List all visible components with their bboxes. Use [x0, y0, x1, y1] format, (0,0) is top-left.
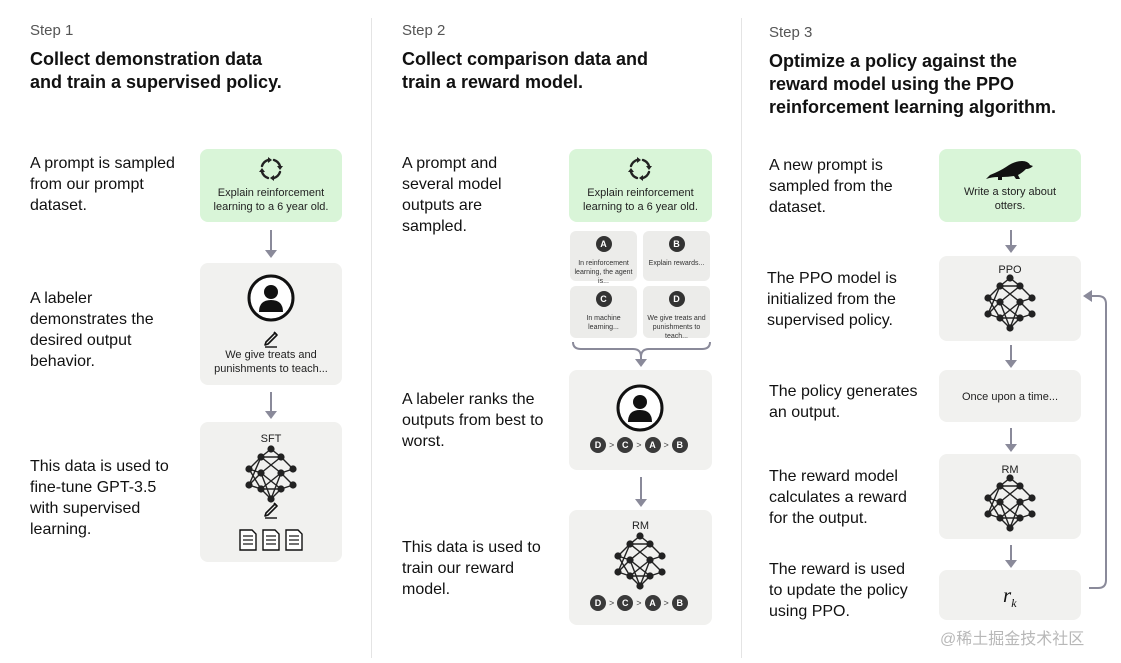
step3-desc-generate: The policy generates an output. — [769, 383, 918, 421]
step1-demo-card: We give treats and punishments to teach.… — [200, 263, 342, 385]
step1-sft-card: SFT — [200, 422, 342, 562]
column-divider — [741, 18, 742, 658]
output-text-c: In machine learning... — [586, 315, 621, 331]
rank-separator: > — [609, 440, 615, 450]
rank-separator: > — [663, 440, 669, 450]
step1-demo-text: We give treats and punishments to teach.… — [214, 349, 328, 375]
step1-prompt-text: Explain reinforcement learning to a 6 ye… — [213, 187, 329, 213]
step3-desc-update: The reward is used to update the policy … — [769, 561, 908, 620]
step2-label: Step 2 — [402, 22, 446, 39]
output-letter-c: C — [595, 291, 612, 307]
step3-desc-prompt: A new prompt is sampled from the dataset… — [769, 157, 893, 216]
reward-symbol: rk — [1003, 583, 1017, 611]
step3-label: Step 3 — [769, 24, 813, 41]
step3-desc-ppo: The PPO model is initialized from the su… — [767, 270, 897, 329]
rank-ball: A — [644, 437, 661, 453]
rank-ball: B — [671, 437, 688, 453]
otter-icon — [986, 161, 1033, 180]
step3-rm-card: RM — [939, 454, 1081, 539]
step1-label: Step 1 — [30, 22, 74, 39]
output-text-a: In reinforcement learning, the agent is.… — [574, 260, 633, 285]
rank-separator: > — [636, 440, 642, 450]
rank-ball: D — [590, 437, 606, 453]
step1-prompt-card: Explain reinforcement learning to a 6 ye… — [200, 149, 342, 222]
reward-r: r — [1003, 583, 1012, 607]
step3-ppo-card: PPO — [939, 256, 1081, 341]
step1-title: Collect demonstration data and train a s… — [30, 49, 282, 92]
sft-label: SFT — [260, 433, 282, 445]
rank-separator: > — [636, 598, 642, 608]
rank-separator: > — [609, 598, 615, 608]
step2-desc-sample: A prompt and several model outputs are s… — [402, 155, 502, 235]
output-card-b: B Explain rewards... — [643, 231, 710, 281]
step3-reward-card: rk — [939, 570, 1081, 620]
output-text-b: Explain rewards... — [648, 260, 705, 267]
step2-desc-train: This data is used to train our reward mo… — [402, 539, 541, 598]
reward-subscript: k — [1011, 596, 1017, 611]
step1-desc-finetune: This data is used to fine-tune GPT-3.5 w… — [30, 458, 169, 538]
step2-rank-card: D > C > A > B — [569, 370, 712, 470]
rank-separator: > — [663, 598, 669, 608]
output-card-d: D We give treats and punishments to teac… — [643, 286, 710, 340]
rank-ball: C — [617, 595, 634, 611]
step3-prompt-card: Write a story about otters. — [939, 149, 1081, 222]
rm-label: RM — [631, 520, 650, 532]
watermark: @稀土掘金技术社区 — [940, 631, 1085, 648]
step3-desc-reward: The reward model calculates a reward for… — [769, 468, 907, 527]
output-card-a: A In reinforcement learning, the agent i… — [570, 231, 637, 285]
step2-desc-rank: A labeler ranks the outputs from best to… — [402, 391, 544, 450]
step3-output-text: Once upon a time... — [962, 391, 1058, 403]
step2-prompt-card: Explain reinforcement learning to a 6 ye… — [569, 149, 712, 222]
ppo-label: PPO — [998, 264, 1022, 276]
step2-prompt-text: Explain reinforcement learning to a 6 ye… — [583, 187, 698, 213]
output-letter-d: D — [668, 291, 685, 307]
step1-desc-labeler: A labeler demonstrates the desired outpu… — [30, 290, 154, 370]
rm-label: RM — [1001, 464, 1019, 476]
ranking-row: D > C > A > B — [590, 437, 688, 453]
step3-title: Optimize a policy against the reward mod… — [769, 51, 1057, 117]
rank-ball: C — [617, 437, 634, 453]
output-card-c: C In machine learning... — [570, 286, 637, 338]
step1-desc-prompt: A prompt is sampled from our prompt data… — [30, 155, 175, 214]
step2-rm-card: RM D > C > A > B — [569, 510, 712, 625]
output-letter-b: B — [668, 236, 685, 252]
rank-ball: B — [671, 595, 688, 611]
step3-prompt-text: Write a story about otters. — [963, 186, 1057, 212]
rank-ball: A — [644, 595, 661, 611]
step2-title: Collect comparison data and train a rewa… — [402, 49, 649, 92]
column-divider — [371, 18, 372, 658]
rank-ball: D — [590, 595, 606, 611]
ranking-row: D > C > A > B — [590, 595, 688, 611]
output-letter-a: A — [595, 236, 612, 252]
output-text-d: We give treats and punishments to teach.… — [647, 315, 706, 340]
step3-output-card: Once upon a time... — [939, 370, 1081, 422]
